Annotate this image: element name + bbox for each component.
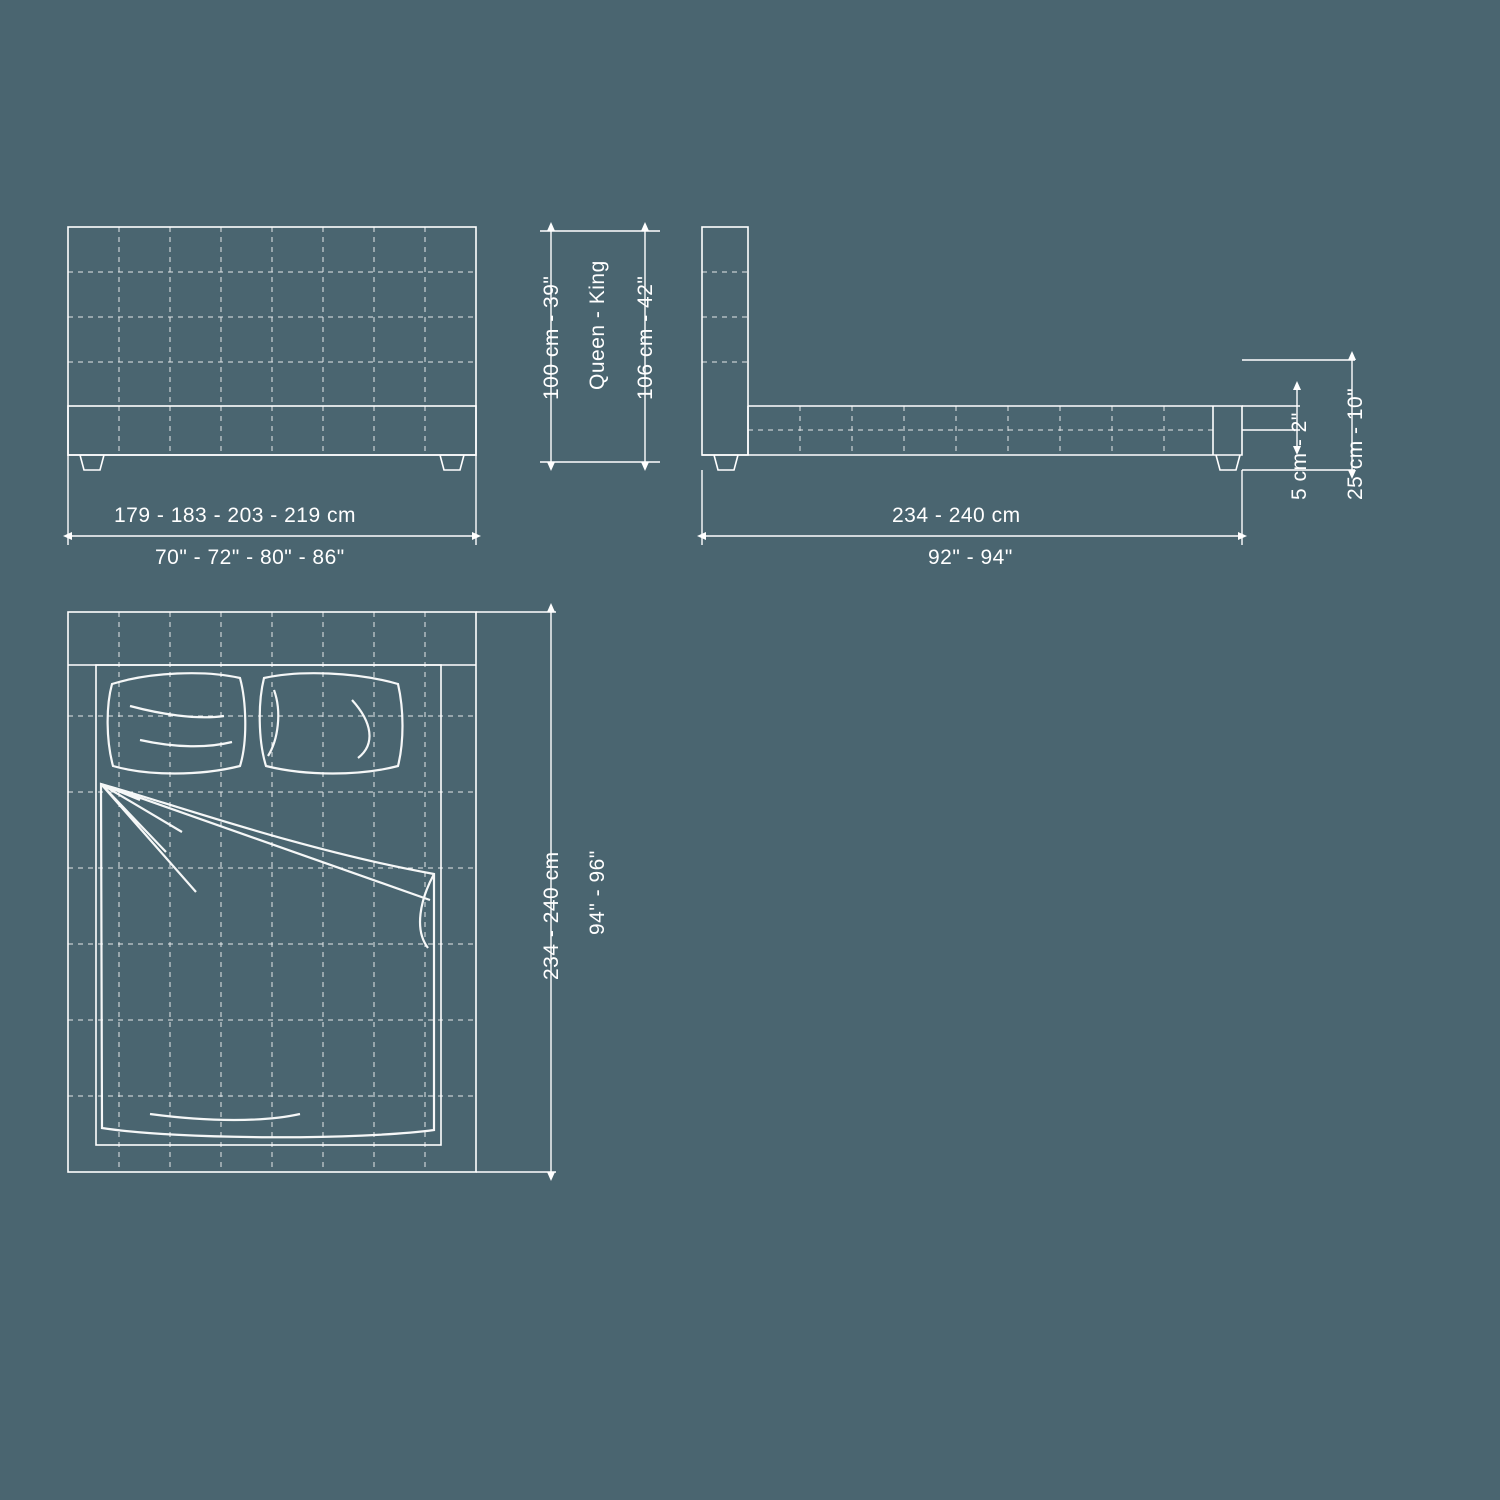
headboard-height-cm-label: 100 cm - 39": [540, 275, 563, 400]
plan-length-cm-label: 234 - 240 cm: [540, 851, 563, 980]
headboard-size-label: Queen - King: [586, 260, 609, 390]
leg-clearance-label: 25 cm - 10": [1344, 387, 1367, 500]
plan-length-in-label: 94" - 96": [586, 850, 609, 935]
headboard-height-dimension: [540, 222, 660, 471]
side-length-dimension: [697, 470, 1247, 545]
side-elevation-view: [701, 226, 1243, 471]
leg-clearance-dimension: [1242, 351, 1356, 479]
front-width-cm-label: 179 - 183 - 203 - 219 cm: [114, 504, 356, 527]
front-width-in-label: 70" - 72" - 80" - 86": [155, 546, 345, 569]
front-elevation-view: [67, 226, 477, 471]
frame-thickness-label: 5 cm - 2": [1288, 412, 1311, 500]
plan-length-dimension: [476, 603, 556, 1181]
frame-thickness-dimension: [1242, 381, 1301, 455]
side-length-in-label: 92" - 94": [928, 546, 1013, 569]
side-length-cm-label: 234 - 240 cm: [892, 504, 1021, 527]
front-width-dimension: [63, 455, 481, 545]
headboard-height-cm-2-label: 106 cm - 42": [634, 275, 657, 400]
top-plan-view: [67, 611, 477, 1173]
